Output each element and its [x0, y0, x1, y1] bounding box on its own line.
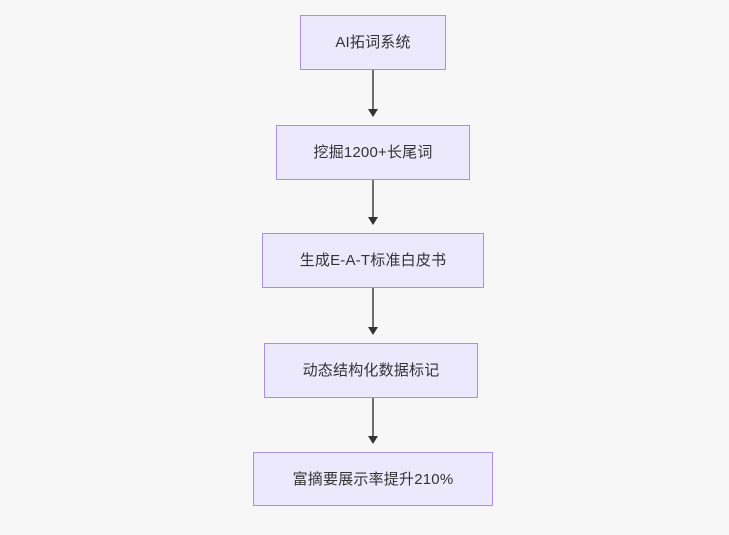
edge-line [372, 180, 374, 217]
flow-node-1[interactable]: AI拓词系统 [300, 15, 446, 70]
flow-node-2[interactable]: 挖掘1200+长尾词 [276, 125, 470, 180]
flow-node-label: AI拓词系统 [335, 34, 411, 51]
arrowhead-icon [368, 436, 378, 444]
edge-line [372, 70, 374, 109]
arrowhead-icon [368, 217, 378, 225]
flow-node-3[interactable]: 生成E-A-T标准白皮书 [262, 233, 484, 288]
flow-node-label: 挖掘1200+长尾词 [313, 144, 433, 161]
arrowhead-icon [368, 327, 378, 335]
flow-node-label: 富摘要展示率提升210% [292, 470, 454, 488]
arrowhead-icon [368, 109, 378, 117]
flow-node-label: 生成E-A-T标准白皮书 [299, 252, 447, 269]
flow-node-5[interactable]: 富摘要展示率提升210% [253, 452, 493, 506]
flow-node-label: 动态结构化数据标记 [302, 362, 440, 379]
edge-line [372, 288, 374, 327]
flow-node-4[interactable]: 动态结构化数据标记 [264, 343, 478, 398]
edge-line [372, 398, 374, 436]
